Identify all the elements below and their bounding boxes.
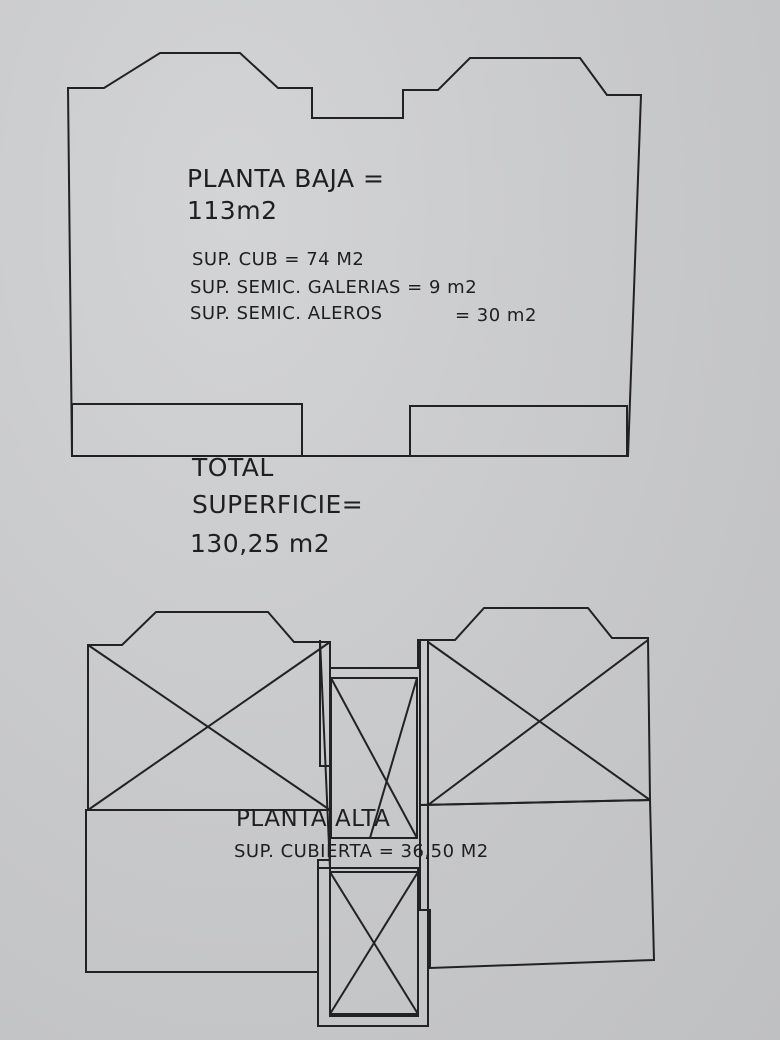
planta-baja-title: PLANTA BAJA =: [187, 164, 385, 193]
planta-baja-sup-cub: SUP. CUB = 74 M2: [192, 249, 365, 270]
planta-alta-right-cross-b: [427, 639, 649, 806]
planta-alta-lower-body: [85, 809, 331, 973]
planta-baja-sup-aleros-value: = 30 m2: [455, 305, 537, 326]
planta-alta-stair-upper: [330, 677, 418, 839]
planta-baja-sup-galerias: SUP. SEMIC. GALERIAS = 9 m2: [190, 277, 478, 298]
planta-baja-outline: [66, 52, 643, 457]
planta-alta-stair-lower: [329, 871, 419, 1015]
planta-alta-stair-upper-cross-a: [330, 677, 418, 839]
total-superficie-value: 130,25 m2: [190, 529, 331, 558]
planta-baja-galeria-left: [71, 403, 303, 457]
planta-alta-right-wing-roof: [419, 607, 652, 807]
planta-alta-lower-body-right: [419, 798, 656, 970]
planta-alta-sup-cubierta: SUP. CUBIERTA = 36,50 M2: [234, 841, 489, 862]
total-label: TOTAL: [192, 453, 274, 482]
planta-alta-left-cross-b: [87, 641, 331, 811]
planta-baja-sup-aleros-label: SUP. SEMIC. ALEROS: [190, 303, 383, 324]
total-superficie-label: SUPERFICIE=: [192, 490, 364, 519]
planta-baja-area: 113m2: [187, 196, 278, 225]
planta-baja-galeria-right: [409, 405, 628, 457]
planta-alta-left-wing-roof: [87, 611, 331, 811]
planta-alta-stair-lower-cross-b: [329, 871, 419, 1015]
planta-alta-title: PLANTA ALTA: [236, 806, 391, 832]
planta-alta-stair-upper-cross-b: [369, 677, 418, 839]
planta-alta-left-cross-a: [87, 644, 331, 811]
